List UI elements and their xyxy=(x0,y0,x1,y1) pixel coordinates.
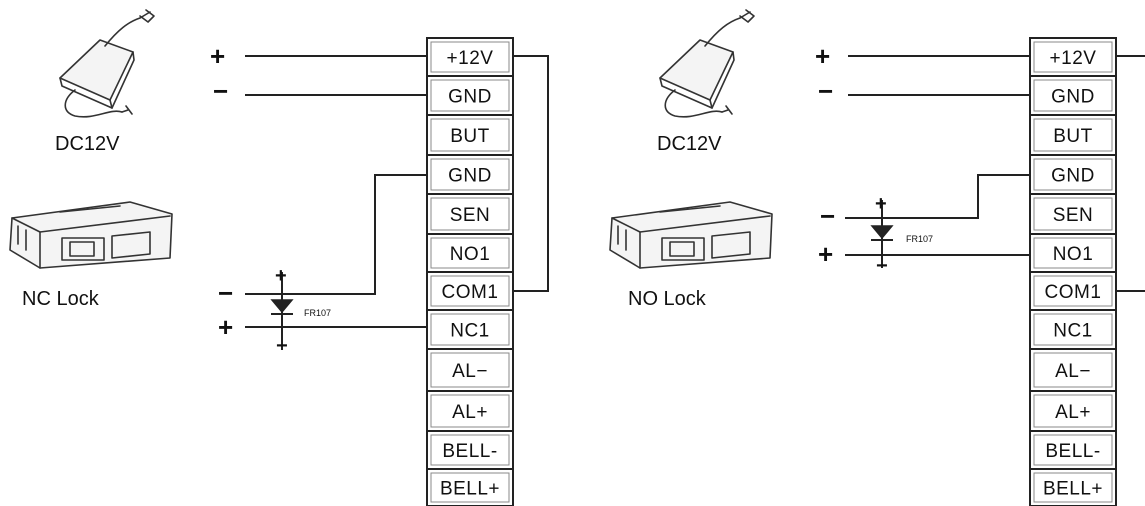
right-terminal-label: AL+ xyxy=(1055,402,1091,423)
no-lock-wiring-panel: DC12V NO Lock + − − + + xyxy=(609,9,1145,506)
right-terminal-label: NC1 xyxy=(1053,321,1093,342)
left-terminal-cell-inset xyxy=(430,79,510,112)
right-terminal-cell xyxy=(1029,309,1117,350)
left-terminal-cell-inset xyxy=(430,472,510,503)
right-terminal-cell-inset xyxy=(1033,158,1113,191)
left-terminal-cell xyxy=(426,233,514,273)
right-terminal-cell xyxy=(1029,37,1117,77)
left-terminal-label: AL+ xyxy=(452,402,488,423)
right-12v-com1-jumper xyxy=(1116,55,1145,292)
electric-strike-lock-icon xyxy=(9,201,173,269)
left-terminal-label: NC1 xyxy=(450,321,490,342)
right-terminal-label: SEN xyxy=(1053,205,1094,226)
power-adapter-icon xyxy=(659,9,755,118)
right-gnd2-to-lock-wire xyxy=(845,174,1030,219)
left-terminal-cell-inset xyxy=(430,237,510,269)
right-terminal-cell xyxy=(1029,114,1117,156)
left-gnd2-to-lock-wire xyxy=(245,174,427,295)
left-terminal-cell-inset xyxy=(430,434,510,466)
right-lock-minus-sign: − xyxy=(820,201,835,231)
right-terminal-label: COM1 xyxy=(1045,282,1102,303)
right-terminal-label: BUT xyxy=(1053,126,1093,147)
left-supply-plus-sign: + xyxy=(210,41,225,71)
left-terminal-cell-inset xyxy=(430,352,510,388)
electric-strike-lock-icon xyxy=(609,201,773,269)
left-supply-minus-sign: − xyxy=(213,76,228,106)
power-adapter-icon xyxy=(59,9,155,118)
right-terminal-cell xyxy=(1029,75,1117,116)
right-terminal-cell-inset xyxy=(1033,472,1113,503)
right-terminal-cell xyxy=(1029,468,1117,506)
right-terminal-cell xyxy=(1029,348,1117,392)
right-diode-plus-sign: + xyxy=(875,193,887,215)
left-terminal-cell xyxy=(426,75,514,116)
right-terminal-cell-inset xyxy=(1033,237,1113,269)
left-terminal-label: BELL- xyxy=(442,441,497,462)
right-terminal-label: GND xyxy=(1051,87,1095,108)
right-terminal-label: AL− xyxy=(1055,361,1091,382)
left-terminal-cell-inset xyxy=(430,41,510,73)
left-diode-minus-sign: − xyxy=(276,335,288,357)
left-lock-plus-sign: + xyxy=(218,312,233,342)
left-lock-caption: NC Lock xyxy=(22,288,100,310)
left-terminal-label: +12V xyxy=(447,48,494,69)
left-terminal-cell-inset xyxy=(430,275,510,307)
right-terminal-cell-inset xyxy=(1033,434,1113,466)
right-terminal-cell-inset xyxy=(1033,275,1113,307)
right-lock-caption: NO Lock xyxy=(628,288,707,310)
left-terminal-cell-inset xyxy=(430,394,510,428)
right-lock-plus-sign: + xyxy=(818,239,833,269)
left-terminal-cell xyxy=(426,114,514,156)
right-terminal-cell-inset xyxy=(1033,352,1113,388)
right-terminal-label: NO1 xyxy=(1053,244,1094,265)
right-terminal-label: BELL+ xyxy=(1043,479,1103,500)
left-terminal-cell-inset xyxy=(430,118,510,152)
right-adapter-caption: DC12V xyxy=(657,133,722,155)
right-diode-label: FR107 xyxy=(906,234,933,244)
left-terminal-label: COM1 xyxy=(442,282,499,303)
left-terminal-cell xyxy=(426,154,514,195)
left-terminal-cell-inset xyxy=(430,158,510,191)
left-terminal-label: BELL+ xyxy=(440,479,500,500)
left-terminal-cell xyxy=(426,430,514,470)
left-lock-minus-sign: − xyxy=(218,278,233,308)
left-diode-plus-sign: + xyxy=(275,265,287,287)
left-terminal-cell-inset xyxy=(430,197,510,231)
right-terminal-cell-inset xyxy=(1033,41,1113,73)
nc-lock-wiring-panel: DC12V NC Lock + − − + + xyxy=(9,9,549,506)
left-terminal-cell xyxy=(426,271,514,311)
right-terminal-label: +12V xyxy=(1050,48,1097,69)
left-terminal-label: AL− xyxy=(452,361,488,382)
right-terminal-cell-inset xyxy=(1033,118,1113,152)
right-terminal-cell xyxy=(1029,193,1117,235)
right-diode-minus-sign: − xyxy=(876,255,888,277)
left-diode-symbol xyxy=(270,272,294,350)
right-terminal-cell xyxy=(1029,271,1117,311)
left-terminal-label: NO1 xyxy=(450,244,491,265)
right-diode-symbol xyxy=(870,200,894,268)
left-terminal-label: GND xyxy=(448,87,492,108)
right-terminal-label: GND xyxy=(1051,166,1095,187)
left-12v-com1-jumper xyxy=(513,55,549,292)
right-terminal-cell-inset xyxy=(1033,197,1113,231)
left-terminal-label: BUT xyxy=(450,126,490,147)
left-terminal-label: GND xyxy=(448,166,492,187)
left-terminal-label: SEN xyxy=(450,205,491,226)
left-diode-label: FR107 xyxy=(304,308,331,318)
right-terminal-cell-inset xyxy=(1033,313,1113,346)
left-adapter-caption: DC12V xyxy=(55,133,120,155)
left-terminal-cell xyxy=(426,348,514,392)
left-terminal-cell xyxy=(426,468,514,506)
right-supply-minus-sign: − xyxy=(818,76,833,106)
right-terminal-cell-inset xyxy=(1033,394,1113,428)
right-terminal-label: BELL- xyxy=(1045,441,1100,462)
right-terminal-cell-inset xyxy=(1033,79,1113,112)
left-terminal-cell-inset xyxy=(430,313,510,346)
right-supply-plus-sign: + xyxy=(815,41,830,71)
